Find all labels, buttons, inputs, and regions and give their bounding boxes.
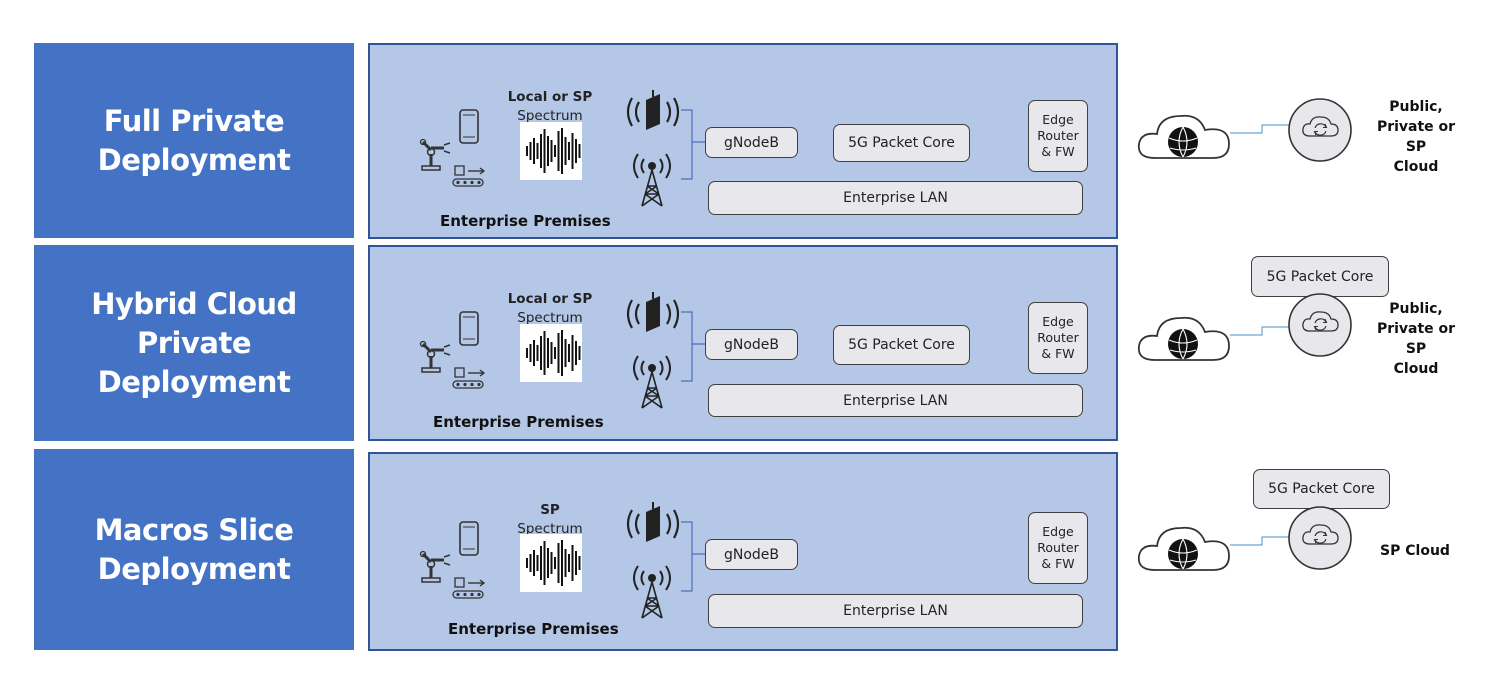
label-line-2: Deployment [97,364,291,399]
enterprise-lan-node: Enterprise LAN [708,384,1083,417]
cloud-connector [1230,326,1290,336]
radio-unit-icon [626,90,680,130]
radio-unit-icon [626,502,680,542]
cloud-sync-icon [1288,293,1352,357]
conveyor-icon [452,367,486,389]
enterprise-lan-node: Enterprise LAN [708,181,1083,215]
cloud-sync-icon [1288,506,1352,570]
antenna-connector [681,109,705,180]
packet-core-node: 5G Packet Core [833,325,970,365]
gnodeb-node: gNodeB [705,329,798,360]
label-line-1: Hybrid Cloud Private [91,286,297,360]
radio-unit-icon [626,292,680,332]
premises-label: Enterprise Premises [440,212,611,230]
premises-label: Enterprise Premises [433,413,604,431]
cloud-connector [1230,124,1290,134]
waveform-icon [526,128,581,174]
cloud-packet-core-node: 5G Packet Core [1253,469,1390,509]
cloud-globe-icon [1137,316,1230,361]
cloud-sync-icon [1288,98,1352,162]
robot-arm-icon [419,340,451,373]
gnodeb-node: gNodeB [705,539,798,570]
premises-label: Enterprise Premises [448,620,619,638]
cell-tower-icon [633,153,671,207]
smartphone-icon [459,311,479,346]
cloud-label: SP Cloud [1380,543,1450,559]
cell-tower-icon [633,355,671,409]
label-line-1: Macros Slice [94,512,294,547]
conveyor-icon [452,577,486,599]
cloud-globe-icon [1137,114,1230,159]
antenna-connector [681,311,705,382]
cloud-globe-icon [1137,526,1230,571]
waveform-icon [526,330,581,376]
robot-arm-icon [419,550,451,583]
cloud-packet-core-node: 5G Packet Core [1251,256,1389,297]
antenna-connector [681,521,705,592]
label-line-2: Deployment [97,142,291,177]
conveyor-icon [452,165,486,187]
label-line-2: Deployment [97,551,291,586]
gnodeb-node: gNodeB [705,127,798,158]
label-line-1: Full Private [103,103,285,138]
smartphone-icon [459,521,479,556]
cloud-connector [1230,536,1290,546]
robot-arm-icon [419,138,451,171]
cell-tower-icon [633,565,671,619]
waveform-icon [526,540,581,586]
packet-core-node: 5G Packet Core [833,124,970,162]
smartphone-icon [459,109,479,144]
enterprise-lan-node: Enterprise LAN [708,594,1083,628]
